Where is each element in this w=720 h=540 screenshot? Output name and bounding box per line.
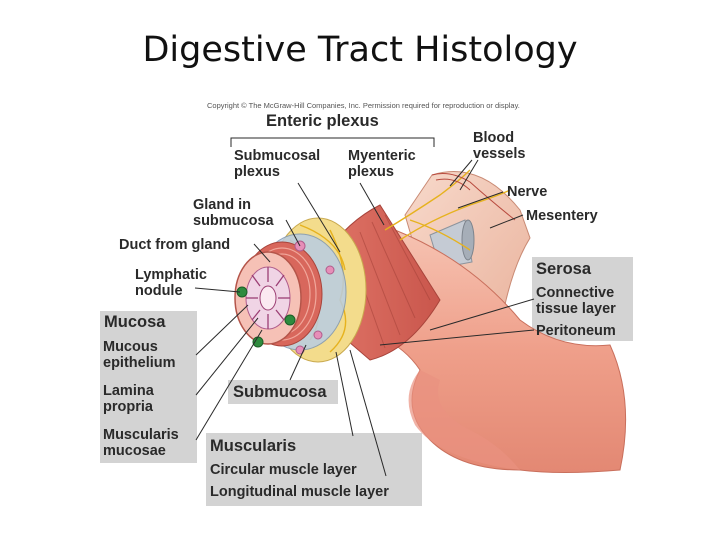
lymphatic-nodule-line-1: Lymphatic bbox=[135, 267, 207, 283]
lamina-propria-line-2: propria bbox=[103, 399, 153, 415]
copyright-notice: Copyright © The McGraw-Hill Companies, I… bbox=[207, 101, 520, 110]
muscularis-label-box bbox=[206, 433, 422, 506]
submucosal-plexus-line-1: Submucosal bbox=[234, 148, 321, 164]
mucosa-label-box bbox=[100, 311, 197, 463]
mesentery-label: Mesentery bbox=[526, 208, 598, 224]
submucosa-label-box bbox=[228, 380, 338, 404]
myenteric-plexus-line-1: Myenteric bbox=[348, 148, 416, 164]
mucous-epithelium-line-2: epithelium bbox=[103, 355, 176, 371]
connective-tissue-layer-label: Connective tissue layer bbox=[536, 285, 616, 317]
lymphatic-nodule-line-2: nodule bbox=[135, 283, 183, 299]
blood-vessels-label: Blood vessels bbox=[473, 130, 525, 162]
serosa-label-box bbox=[532, 257, 633, 341]
longitudinal-muscle-striations bbox=[347, 214, 431, 349]
blood-vessel-lumen bbox=[461, 219, 475, 261]
connective-tissue-line-1: Connective bbox=[536, 285, 615, 301]
lymphatic-nodule-label: Lymphatic nodule bbox=[135, 267, 207, 299]
duct-from-gland-label: Duct from gland bbox=[119, 237, 231, 253]
mucosa-heading: Mucosa bbox=[104, 313, 166, 331]
peritoneum-label: Peritoneum bbox=[536, 323, 616, 339]
muscularis-mucosae-line-2: mucosae bbox=[103, 443, 166, 459]
lamina-propria-label: Lamina propria bbox=[103, 383, 154, 415]
myenteric-plexus-line-2: plexus bbox=[348, 164, 394, 180]
slide-title: Digestive Tract Histology bbox=[142, 30, 578, 70]
pointer-lines bbox=[194, 137, 535, 477]
mucosal-folds bbox=[246, 267, 290, 329]
muscularis-heading: Muscularis bbox=[210, 437, 297, 455]
lamina-propria-line-1: Lamina bbox=[103, 383, 154, 399]
muscularis-mucosae-label: Muscularis mucosae bbox=[103, 427, 179, 459]
muscularis-mucosae-line-1: Muscularis bbox=[103, 427, 179, 443]
intestine-tube-lower bbox=[408, 370, 520, 470]
mucous-epithelium-line-1: Mucous bbox=[103, 339, 158, 355]
gland-in-submucosa-label: Gland in submucosa bbox=[193, 197, 274, 229]
mucous-epithelium-label: Mucous epithelium bbox=[103, 339, 176, 371]
blood-vessels-line-1: Blood bbox=[473, 130, 515, 146]
blood-vessels-line-2: vessels bbox=[473, 146, 526, 162]
gland-in-submucosa-line-1: Gland in bbox=[193, 197, 251, 213]
enteric-plexus-label: Enteric plexus bbox=[266, 112, 379, 130]
circular-muscle-layer-label: Circular muscle layer bbox=[210, 462, 357, 478]
longitudinal-muscle-layer-label: Longitudinal muscle layer bbox=[210, 484, 389, 500]
nerve-label: Nerve bbox=[507, 184, 548, 200]
lumen bbox=[259, 285, 277, 311]
myenteric-plexus-label: Myenteric plexus bbox=[348, 148, 416, 180]
submucosa-label: Submucosa bbox=[233, 383, 327, 401]
lymphatic-nodule bbox=[284, 314, 296, 326]
submucosal-plexus-label: Submucosal plexus bbox=[234, 148, 320, 180]
connective-tissue-line-2: tissue layer bbox=[536, 301, 616, 317]
submucosal-plexus-line-2: plexus bbox=[234, 164, 280, 180]
gland-in-submucosa-line-2: submucosa bbox=[193, 213, 274, 229]
submucosal-glands bbox=[294, 240, 335, 355]
serosa-heading: Serosa bbox=[536, 260, 592, 278]
